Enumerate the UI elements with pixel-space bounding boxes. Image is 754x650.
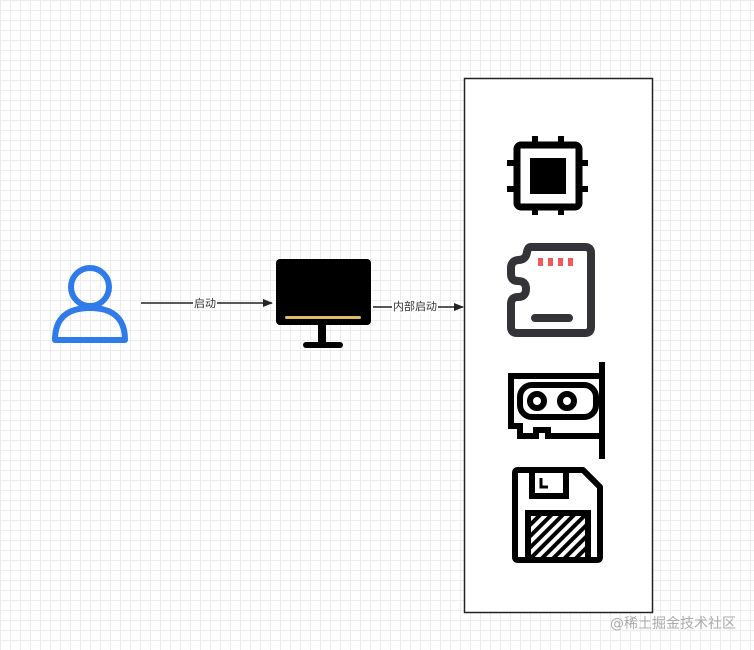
cpu-icon: [507, 136, 588, 215]
user-icon[interactable]: [52, 265, 128, 343]
monitor-icon[interactable]: [276, 259, 371, 348]
watermark: @稀土掘金技术社区: [610, 616, 736, 632]
edge-label-start: 启动: [193, 297, 217, 310]
floppy-disk-icon: [512, 467, 603, 563]
edge-label-internal-start: 内部启动: [392, 300, 438, 313]
graphics-card-icon: [508, 362, 605, 459]
sd-card-icon: [507, 243, 595, 337]
